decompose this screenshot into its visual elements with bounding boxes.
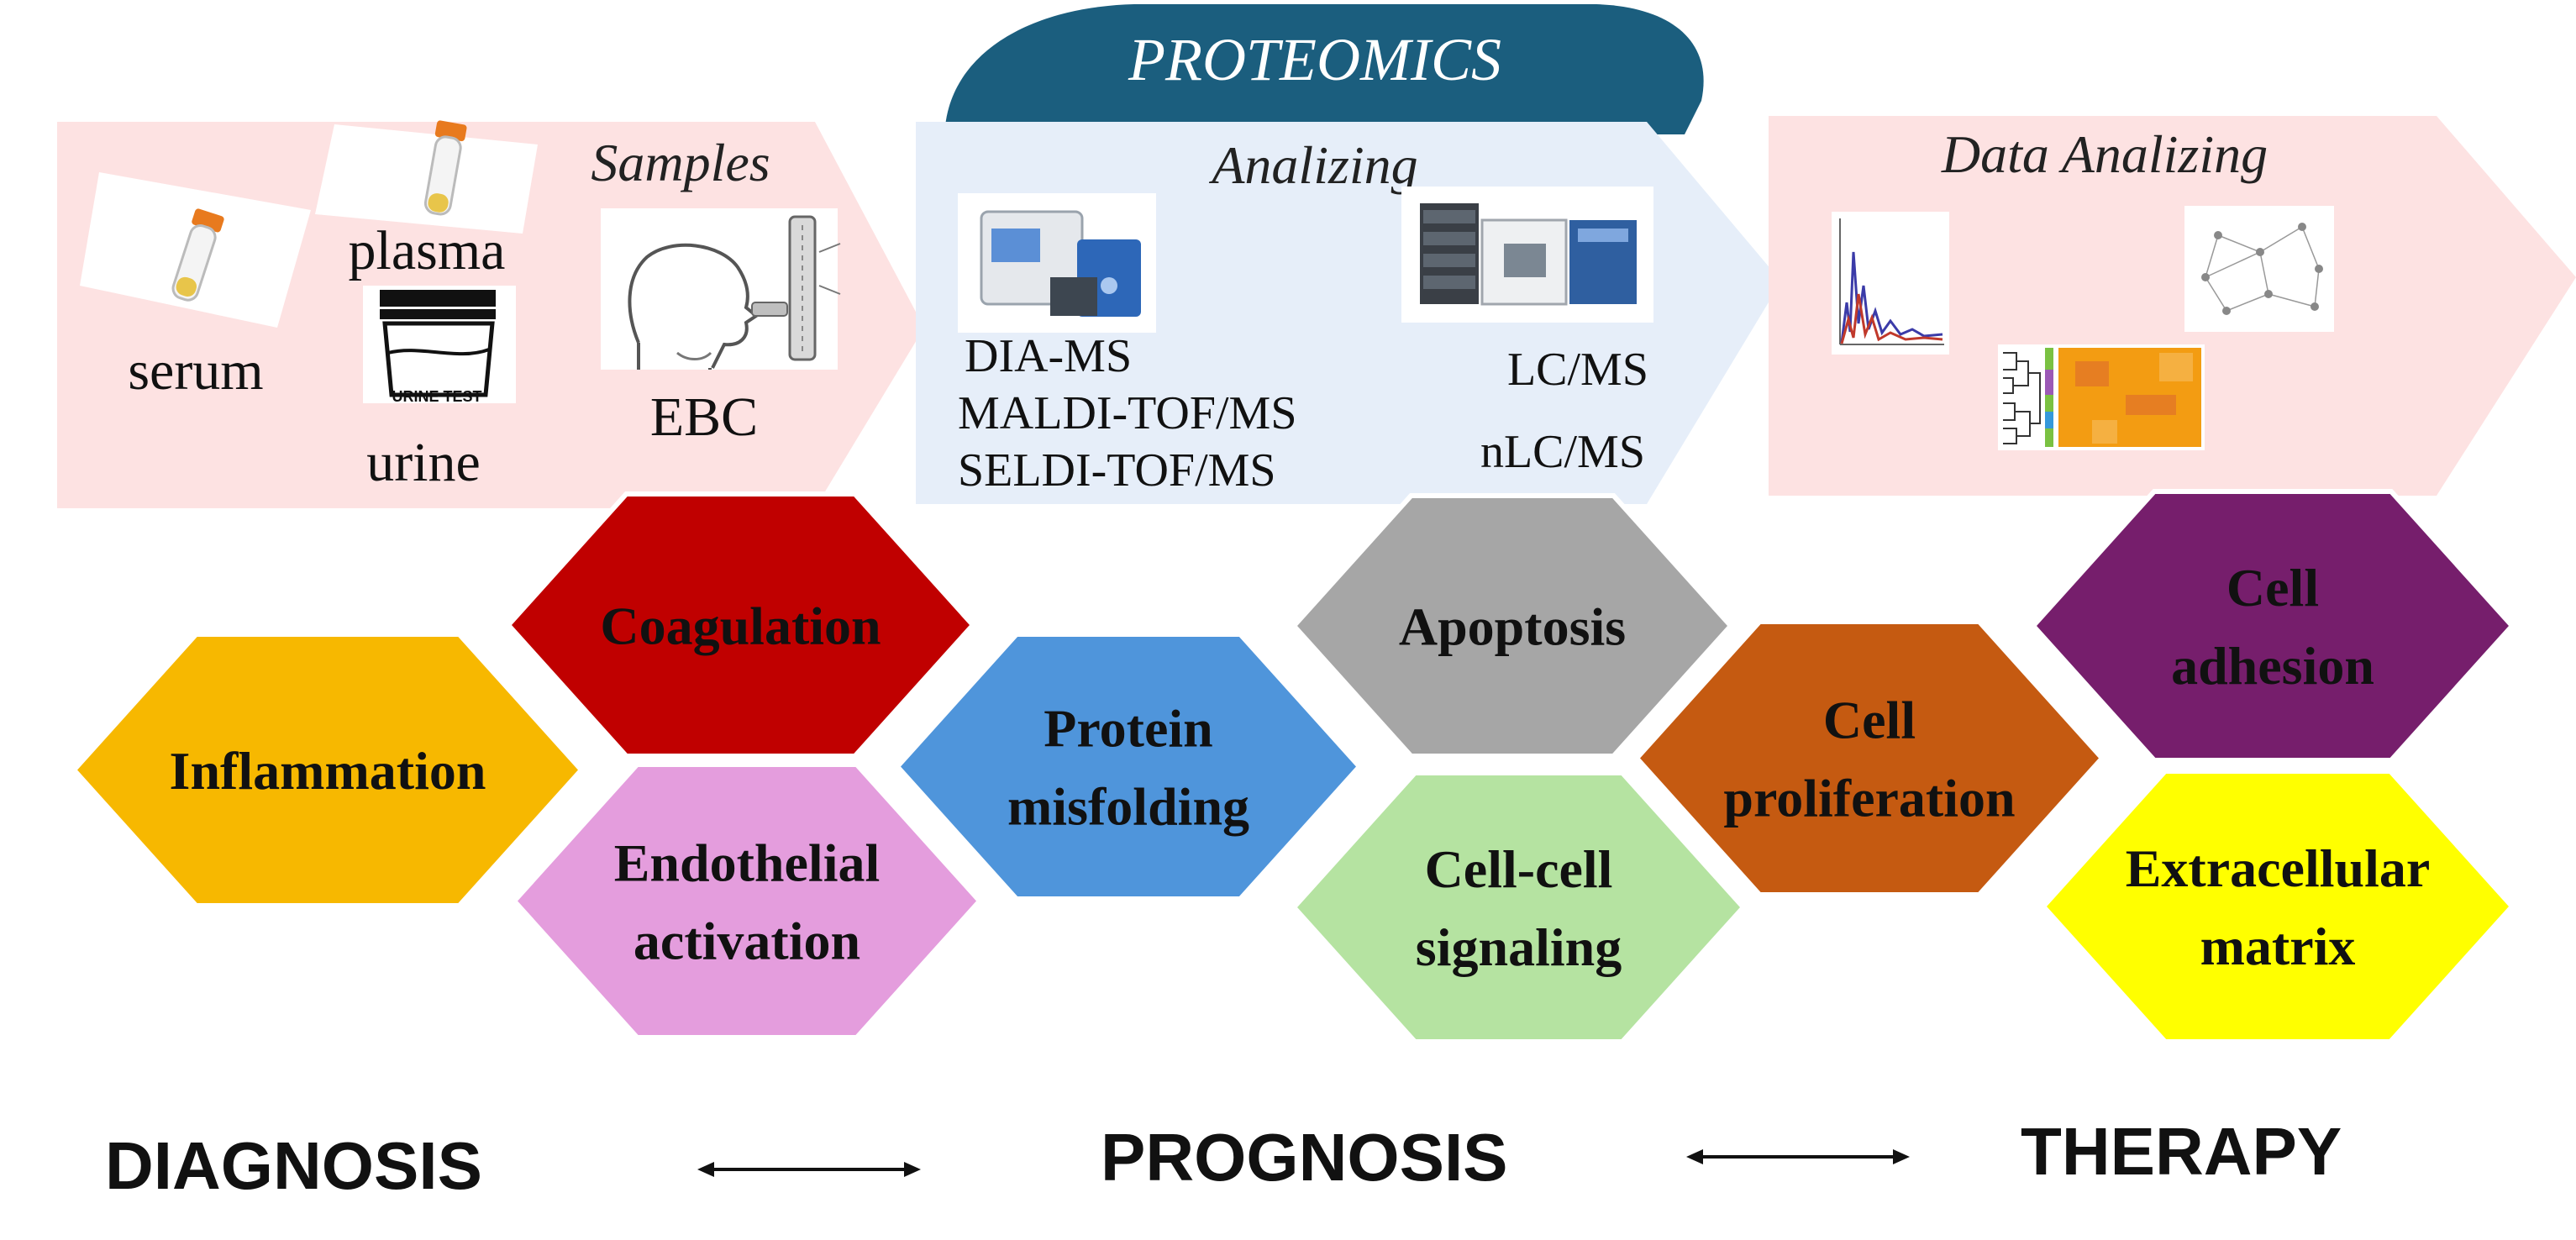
prognosis-label: PROGNOSIS [1101, 1120, 1508, 1195]
diagnosis-label: DIAGNOSIS [105, 1128, 482, 1203]
method-dia-ms: DIA-MS [965, 330, 1132, 382]
hexagon-ecm-label-1: matrix [2200, 917, 2356, 976]
hexagon-protein [893, 632, 1364, 901]
plasma-tube-image [315, 120, 538, 234]
hexagon-proliferation-label-0: Cell [1823, 691, 1916, 750]
urine-cup-text: URINE TEST [392, 388, 481, 405]
hexagon-protein-label-1: misfolding [1007, 776, 1249, 836]
prognosis-therapy-arrow [1686, 1149, 1910, 1164]
hexagon-coagulation-label-0: Coagulation [600, 596, 881, 655]
hexagon-ecm-label-0: Extracellular [2126, 838, 2431, 898]
lc-ms-system-image [1401, 187, 1653, 323]
hexagon-cellcell-label-1: signaling [1416, 917, 1622, 977]
hexagon-apoptosis-label-0: Apoptosis [1399, 596, 1626, 656]
serum-label: serum [128, 340, 263, 402]
hexagon-apoptosis [1290, 493, 1735, 759]
hexagon-proliferation-label-1: proliferation [1723, 768, 2015, 828]
hexagon-coagulation [504, 491, 977, 759]
hexagon-adhesion [2029, 489, 2516, 763]
diagnosis-prognosis-arrow [697, 1162, 921, 1177]
heatmap-dendrogram-image [1998, 344, 2205, 450]
ebc-label: EBC [650, 386, 758, 448]
data-arrow [1769, 116, 2576, 496]
samples-title: Samples [591, 133, 770, 192]
proteomics-title: PROTEOMICS [1128, 26, 1501, 93]
hexagon-protein-label-0: Protein [1044, 699, 1212, 759]
hexagon-endothelial [510, 762, 984, 1040]
method-nlc-ms: nLC/MS [1480, 426, 1645, 478]
hexagon-inflammation-label-0: Inflammation [170, 741, 486, 801]
hexagon-inflammation [70, 632, 586, 908]
method-seldi-tof-ms: SELDI-TOF/MS [958, 444, 1276, 497]
mass-spectrometer-image [958, 193, 1156, 333]
serum-tube-image [80, 172, 311, 328]
urine-cup-image [363, 286, 516, 403]
hexagon-cellcell-label-0: Cell-cell [1425, 839, 1613, 899]
hexagon-adhesion-label-1: adhesion [2171, 636, 2374, 696]
method-lc-ms: LC/MS [1507, 344, 1648, 396]
proteomics-banner [945, 4, 1704, 134]
network-graph-image [2184, 206, 2334, 332]
hexagon-endothelial-label-0: Endothelial [614, 833, 881, 893]
spectrum-plot-image [1832, 212, 1949, 355]
method-maldi-tof-ms: MALDI-TOF/MS [958, 387, 1296, 439]
therapy-label: THERAPY [2021, 1114, 2342, 1189]
plasma-label: plasma [349, 220, 506, 281]
analyzing-title: Analizing [1208, 135, 1417, 195]
hexagon-proliferation [1632, 619, 2106, 897]
ebc-breath-device-image [601, 208, 841, 370]
hexagon-endothelial-label-1: activation [633, 911, 860, 970]
hexagon-cellcell [1290, 770, 1748, 1044]
hexagon-adhesion-label-0: Cell [2226, 558, 2319, 617]
urine-label: urine [366, 432, 481, 493]
data-analyzing-title: Data Analizing [1941, 124, 2268, 184]
hexagon-ecm [2039, 769, 2516, 1044]
